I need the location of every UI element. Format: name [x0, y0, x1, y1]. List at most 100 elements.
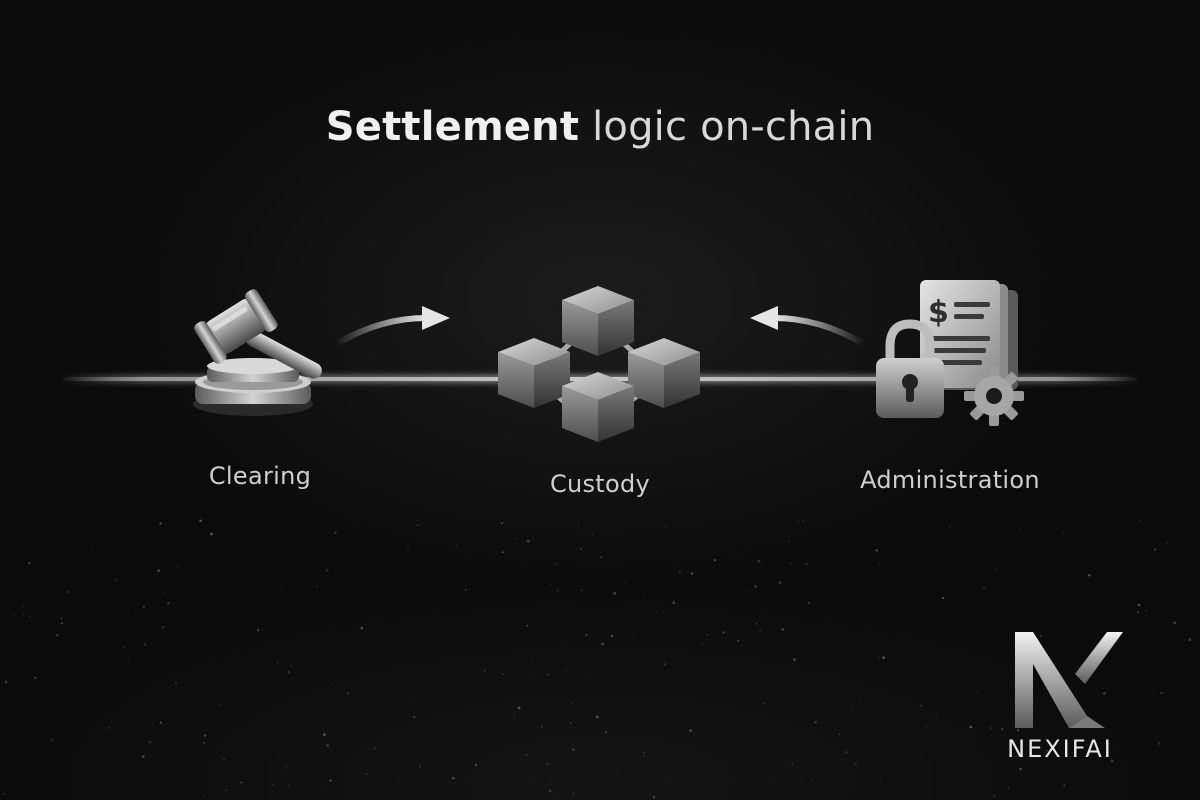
speckle — [601, 642, 605, 646]
speckle — [141, 572, 144, 574]
speckle — [1168, 569, 1171, 571]
speckle — [239, 667, 241, 669]
speckle — [678, 569, 682, 573]
speckle — [97, 559, 99, 561]
speckle — [526, 624, 529, 627]
speckle — [163, 591, 167, 594]
speckle — [935, 713, 937, 715]
speckle — [60, 617, 62, 620]
speckle — [1174, 520, 1176, 522]
speckle — [633, 783, 635, 785]
speckle — [1136, 611, 1140, 614]
speckle — [28, 615, 31, 618]
speckle — [702, 643, 704, 644]
speckle — [3, 792, 6, 796]
speckle — [285, 766, 288, 769]
speckle — [844, 523, 846, 525]
speckle — [413, 715, 416, 719]
speckle — [157, 569, 160, 572]
title-light: logic on-chain — [579, 104, 875, 150]
speckle — [550, 778, 553, 782]
speckle — [92, 766, 94, 768]
speckle — [1176, 648, 1178, 650]
speckle — [499, 671, 501, 673]
speckle — [554, 562, 557, 565]
speckle — [222, 758, 225, 761]
speckle — [667, 678, 669, 680]
speckle — [431, 589, 433, 591]
speckle — [148, 740, 152, 744]
speckle — [882, 656, 886, 660]
speckle — [346, 692, 349, 695]
speckle — [323, 733, 326, 737]
speckle — [223, 604, 225, 606]
speckle — [84, 581, 86, 583]
speckle — [793, 658, 796, 662]
speckle — [257, 629, 260, 632]
stage-label-clearing: Clearing — [208, 462, 312, 490]
speckle — [0, 655, 2, 658]
speckle — [531, 673, 533, 675]
speckle — [747, 543, 750, 546]
speckle — [742, 559, 744, 561]
speckle — [633, 637, 635, 639]
speckle — [572, 748, 575, 751]
speckle — [1137, 603, 1141, 607]
speckle — [976, 691, 979, 693]
speckle — [643, 751, 646, 754]
speckle — [525, 753, 528, 756]
speckle — [587, 676, 590, 678]
blockchain-cubes-icon — [498, 286, 700, 442]
speckle — [664, 525, 667, 528]
arrow-left-icon — [750, 306, 867, 347]
speckle — [758, 629, 762, 633]
speckle — [969, 725, 973, 729]
speckle — [844, 669, 846, 671]
speckle — [303, 652, 305, 654]
speckle — [880, 780, 881, 782]
speckle — [406, 548, 410, 551]
speckle — [162, 581, 165, 584]
speckle — [713, 717, 716, 720]
speckle — [1145, 610, 1148, 612]
speckle — [546, 673, 549, 677]
speckle — [548, 789, 552, 793]
speckle — [220, 703, 222, 705]
speckle — [805, 563, 808, 566]
speckle — [653, 796, 656, 799]
speckle — [325, 788, 328, 790]
speckle — [852, 708, 854, 710]
speckle — [122, 645, 126, 649]
speckle — [396, 527, 398, 529]
speckle — [1072, 678, 1074, 680]
speckle — [722, 631, 725, 634]
speckle — [778, 581, 782, 584]
speckle — [134, 611, 136, 613]
speckle — [787, 540, 790, 543]
speckle — [556, 589, 560, 592]
speckle — [797, 519, 800, 522]
speckle — [713, 558, 716, 562]
speckle — [754, 585, 757, 588]
speckle — [540, 726, 543, 728]
document-lock-gear-icon: $ — [876, 280, 1024, 426]
speckle — [203, 795, 206, 797]
speckle — [84, 564, 86, 566]
speckle — [4, 680, 8, 683]
speckle — [513, 714, 516, 718]
speckle — [855, 763, 857, 765]
stage-label-custody: Custody — [549, 470, 651, 498]
speckle — [15, 588, 17, 590]
speckle — [90, 550, 93, 552]
speckle — [996, 687, 998, 689]
speckle — [788, 764, 790, 766]
speckle — [297, 654, 299, 656]
speckle — [982, 586, 986, 590]
speckle — [625, 582, 627, 584]
speckle — [34, 676, 37, 680]
speckle — [564, 668, 567, 672]
speckle — [517, 706, 521, 710]
speckle — [22, 614, 25, 616]
speckle — [107, 726, 111, 730]
speckle — [995, 569, 998, 571]
